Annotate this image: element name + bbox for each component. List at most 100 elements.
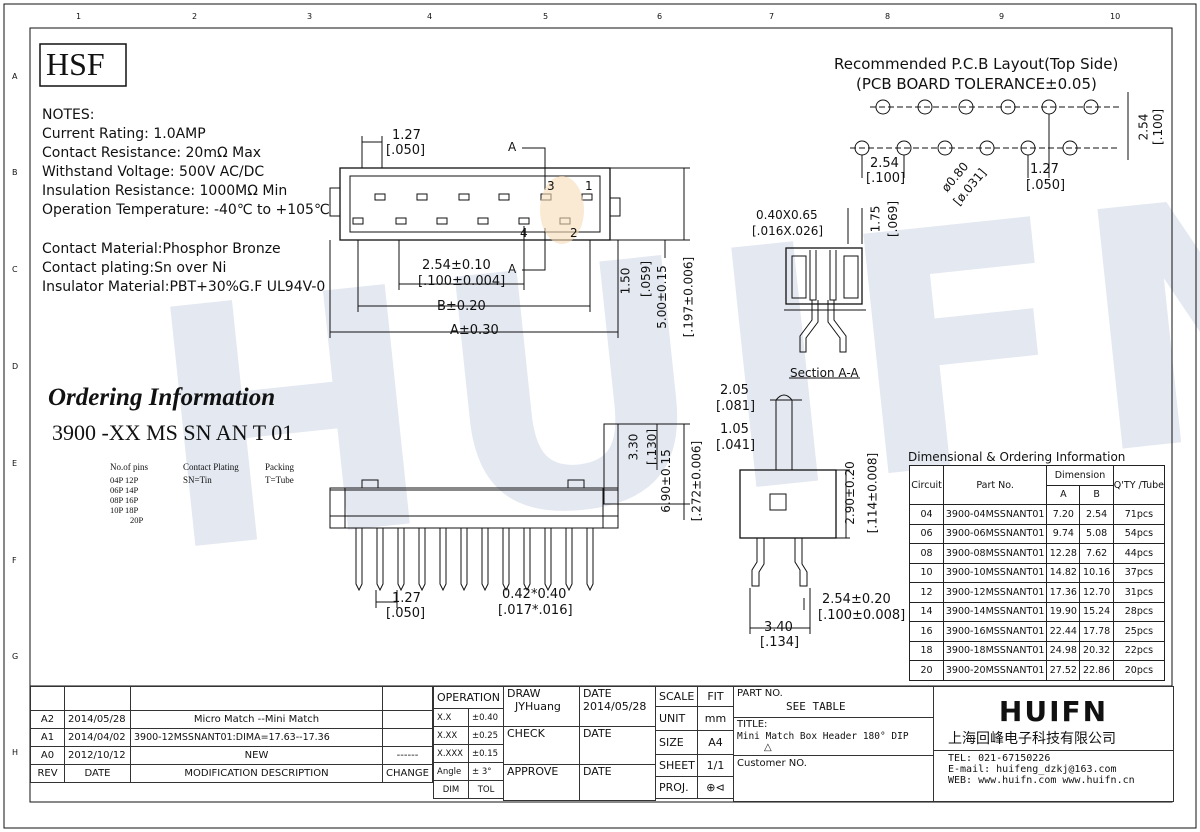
dim-label: 1.27 [392, 128, 421, 143]
rev-date: 2012/10/12 [64, 746, 131, 765]
cell: 3900-16MSSNANT01 [943, 621, 1048, 642]
dim-label-vertical: [.069] [886, 200, 901, 238]
ordering-title: Ordering Information [48, 384, 276, 411]
note-line: Insulation Resistance: 1000MΩ Min [42, 183, 288, 199]
dim-label-vertical: [.197±0.006] [681, 256, 696, 338]
part-no-value: SEE TABLE [786, 700, 846, 713]
cell: 22pcs [1112, 640, 1166, 661]
col-number: 1 [76, 12, 82, 21]
col-number: 8 [885, 12, 891, 21]
pins-label: No.of pins [110, 462, 148, 472]
col-number: 7 [769, 12, 775, 21]
row-letter: F [12, 556, 17, 565]
title-value: Mini Match Box Header 180° DIP [737, 731, 909, 742]
cell: 18 [908, 640, 945, 661]
part-no-label: PART NO. [737, 688, 783, 699]
cell: 7.62 [1079, 543, 1114, 564]
company-email: E-mail: huifeng_dzkj@163.com [948, 764, 1117, 775]
row-letter: H [12, 748, 19, 757]
pins-options: 04P 12P 06P 14P 08P 16P 10P 18P 20P [110, 475, 143, 525]
cell: 25pcs [1112, 621, 1166, 642]
date-label: DATE [579, 764, 656, 801]
operation-label: OPERATION [433, 686, 504, 709]
cell: 3900-08MSSNANT01 [943, 543, 1048, 564]
pins-option: 06P 14P [110, 485, 139, 495]
row-letter: D [12, 362, 19, 371]
materials-block: Contact Material:Phosphor Bronze Contact… [42, 240, 325, 297]
tol-val: ± 3° [468, 762, 504, 781]
company-name: 上海回峰电子科技有限公司 [948, 731, 1116, 747]
rev-header: MODIFICATION DESCRIPTION [130, 764, 383, 783]
cell: 19.90 [1046, 601, 1081, 622]
dim-label-vertical: 6.90±0.15 [658, 449, 673, 513]
rev-change [382, 728, 433, 747]
pin-number: 1 [585, 179, 593, 193]
cell: 3900-06MSSNANT01 [943, 523, 1048, 544]
cell: 28pcs [1112, 601, 1166, 622]
cell [30, 686, 65, 711]
dim-label: DIM [433, 780, 469, 799]
rev-header: CHANGE [382, 764, 433, 783]
scale-label: SCALE [655, 686, 698, 707]
cell: 20 [908, 660, 945, 681]
cell: 31pcs [1112, 582, 1166, 603]
pin-number: 2 [570, 226, 578, 240]
draw-label: DRAW [507, 687, 541, 701]
dim-label: [.100±0.004] [418, 274, 506, 289]
th-circuit: Circuit [908, 465, 945, 505]
tol-key: X.X [433, 708, 469, 727]
cell: 15.24 [1079, 601, 1114, 622]
material-line: Contact plating:Sn over Ni [42, 260, 227, 276]
cell: 27.52 [1046, 660, 1081, 681]
hsf-logo: HSF [46, 46, 105, 82]
cell: 3900-14MSSNANT01 [943, 601, 1048, 622]
col-number: 10 [1110, 12, 1121, 21]
dim-label: A±0.30 [450, 323, 499, 338]
note-line: Operation Temperature: -40℃ to +105℃ [42, 202, 330, 218]
plating-label: Contact Plating [183, 462, 239, 472]
dim-label-vertical: 2.54 [1136, 113, 1151, 141]
part-block: PART NO. SEE TABLE TITLE: Mini Match Box… [733, 686, 935, 802]
cell: 04 [908, 504, 945, 525]
sheet-label: SHEET [655, 754, 698, 777]
draw-name: JYHuang [515, 700, 561, 713]
row-letter: G [12, 652, 19, 661]
col-number: 4 [427, 12, 433, 21]
dim-label: [.100±0.008] [818, 608, 906, 623]
cell: 7.20 [1046, 504, 1081, 525]
section-label: Section A-A [790, 366, 859, 380]
dim-label: [.081] [716, 399, 756, 414]
notes-heading: NOTES: [42, 107, 95, 123]
dim-label-vertical: [.272±0.006] [689, 440, 704, 522]
cell [64, 686, 131, 711]
cell: 24.98 [1046, 640, 1081, 661]
size-value: A4 [697, 730, 734, 755]
cell: 08 [908, 543, 945, 564]
note-line: Withstand Voltage: 500V AC/DC [42, 164, 265, 180]
th-dimension: Dimension [1046, 465, 1114, 486]
dim-label: 2.54 [870, 156, 899, 171]
col-number: 6 [657, 12, 663, 21]
cell: 20pcs [1112, 660, 1166, 681]
notes-block: NOTES: Current Rating: 1.0AMP Contact Re… [42, 106, 330, 220]
material-line: Contact Material:Phosphor Bronze [42, 241, 281, 257]
unit-label: UNIT [655, 706, 698, 731]
cell: 71pcs [1112, 504, 1166, 525]
cell: 12.28 [1046, 543, 1081, 564]
size-label: SIZE [655, 730, 698, 755]
col-number: 2 [192, 12, 198, 21]
revision-table: A2 2014/05/28 Micro Match --Mini Match A… [30, 686, 433, 783]
rev-cell: A0 [30, 746, 65, 765]
dim-label: [.050] [386, 143, 426, 158]
cell: 17.36 [1046, 582, 1081, 603]
packing-label: Packing [265, 462, 294, 472]
rev-date: 2014/05/28 [64, 710, 131, 729]
